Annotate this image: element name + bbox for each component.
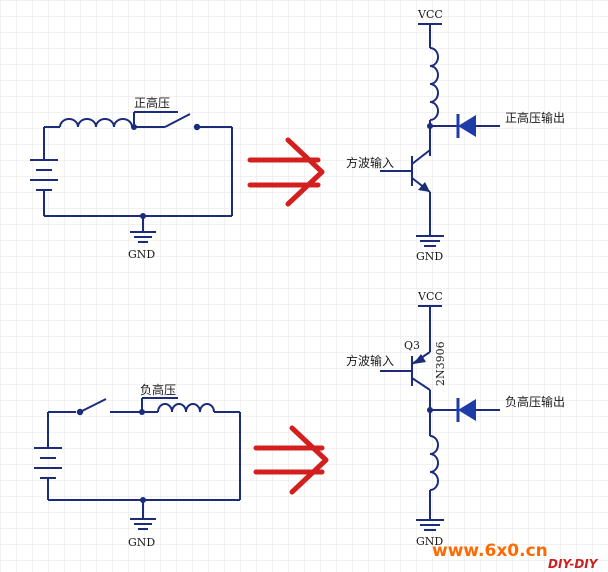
vcc-label: VCC [417,8,443,21]
top-right-circuit [380,23,500,247]
square-wave-input-label: 方波输入 [346,155,394,170]
gnd-label: GND [416,535,443,548]
junction-dot [140,213,146,219]
negative-hv-output-label: 负高压输出 [505,394,565,409]
vcc-label: VCC [417,290,443,303]
junction-dot [139,409,145,415]
inductor-symbol [429,435,439,491]
diode-symbol [456,398,476,422]
junction-dot [427,407,433,413]
transistor-ref-label: Q3 [404,339,420,352]
gnd-label: GND [128,248,155,261]
npn-emitter-arrow [418,182,430,192]
positive-hv-label: 正高压 [134,95,170,110]
negative-hv-label: 负高压 [140,382,176,397]
top-left-circuit [30,111,233,243]
inductor-symbol [157,403,215,413]
battery-symbol [30,127,58,216]
conversion-arrow [247,137,325,207]
square-wave-input-label: 方波输入 [346,353,394,368]
junction-dot [140,497,146,503]
conversion-arrow [253,425,329,495]
gnd-label: GND [128,536,155,549]
inductor-symbol [59,118,133,128]
watermark-site: www.6x0.cn [432,541,548,561]
switch-symbol [76,398,107,416]
junction-dot [131,124,137,130]
pnp-emitter-arrow [413,354,426,364]
inductor-symbol [429,47,439,121]
watermark-brand: DIY-DIY [548,557,599,571]
positive-hv-output-label: 正高压输出 [505,110,565,125]
transistor-part-label: 2N3906 [434,341,447,386]
diode-symbol [456,114,476,138]
junction-dot [427,123,433,129]
gnd-label: GND [416,250,443,263]
